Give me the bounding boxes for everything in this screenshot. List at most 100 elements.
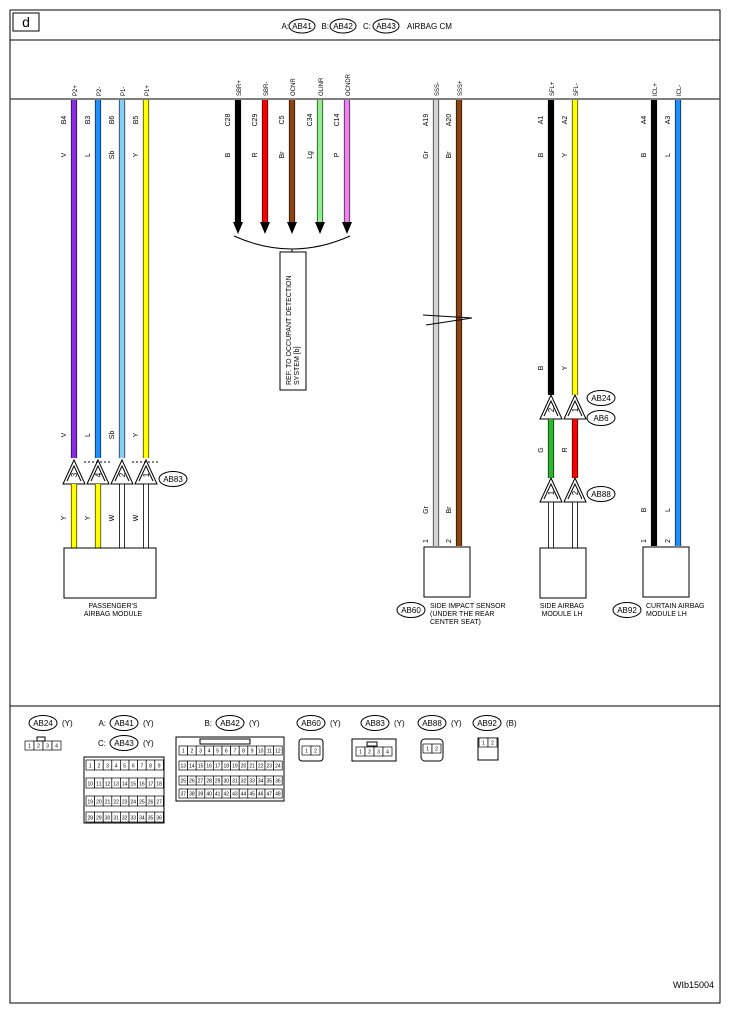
header-conn-c-oval — [372, 18, 400, 34]
side-airbag-upper-color-1: Y — [562, 365, 569, 370]
side-impact-pin-1: 2 — [446, 539, 453, 543]
wire-layer: P2+B4VP2-B3LP1-B6SbP1+B5YSBR+C28BSBR-C29… — [61, 73, 704, 626]
view-id-7: AB92 — [477, 719, 497, 728]
passenger-pin-1-outer — [86, 458, 110, 485]
wire-color-label-5: R — [252, 152, 259, 157]
view-ab42-pin-18: 19 — [232, 764, 238, 770]
side-airbag-module-box — [539, 547, 587, 599]
side-airbag-mid-wire-1 — [572, 419, 578, 478]
wire-signal-label-11: SFL+ — [550, 81, 556, 96]
passenger-pin-2-pin: 2 — [118, 472, 127, 477]
wire-color-label-0: V — [61, 152, 68, 157]
wire-pin-label-8: C14 — [334, 113, 341, 126]
page-label: d — [22, 14, 30, 30]
wire-signal-label-0: P2+ — [73, 85, 79, 96]
view-ab42-pin-5: 6 — [225, 749, 228, 755]
passenger-lower-wire-3 — [143, 483, 149, 549]
header-conn-b: AB42 — [333, 22, 353, 31]
view-ab42-cell-47 — [273, 788, 283, 799]
passenger-connector-oval — [158, 471, 188, 487]
passenger-lower-color-0: Y — [61, 515, 68, 520]
ref-box: REF. TO OCCUPANT DETECTIONSYSTEM [b] — [233, 235, 351, 391]
wire-11 — [548, 100, 554, 395]
wire-color-label-6: Br — [279, 151, 286, 159]
header-title: AIRBAG CM — [407, 22, 452, 31]
view-ab42-pin-28: 29 — [215, 779, 221, 785]
passenger-lower-color-3: W — [133, 514, 140, 521]
break-mark-2 — [425, 317, 473, 326]
view-ab42-pin-35: 36 — [275, 779, 281, 785]
side-impact-lower-color-0: Gr — [423, 505, 430, 513]
view-ab42-pin-0: 1 — [182, 749, 185, 755]
wire-signal-label-9: SSS- — [435, 82, 441, 96]
view-ab43-pin-25: 26 — [148, 800, 154, 806]
view-ab24-latch — [36, 736, 46, 742]
side-airbag-lower-pin-0-outer — [539, 476, 563, 503]
wire-pin-label-10: A20 — [446, 114, 453, 127]
view-ab42-pin-8: 9 — [251, 749, 254, 755]
view-ab42-pin-42: 43 — [232, 792, 238, 798]
view-ab60-pin-0: 1 — [305, 749, 308, 755]
view-ab42-pin-16: 17 — [215, 764, 221, 770]
view-id-0-oval — [28, 715, 58, 731]
header-prefix-c: C: — [363, 22, 371, 31]
view-ab43-pin-24: 25 — [139, 800, 145, 806]
page-border — [9, 9, 721, 1004]
wire-color-label-4: B — [225, 152, 232, 157]
view-id-6-oval — [417, 715, 447, 731]
view-ab43-pin-11: 12 — [105, 782, 111, 788]
passenger-upper-color-3: Y — [133, 432, 140, 437]
wire-signal-label-2: P1- — [121, 87, 127, 96]
view-ab42-pin-30: 31 — [232, 779, 238, 785]
view-prefix-3: B: — [204, 719, 212, 728]
view-ab42-pin-6: 7 — [234, 749, 237, 755]
wire-arrow-7 — [315, 222, 325, 234]
wire-color-label-13: B — [641, 152, 648, 157]
wire-color-label-10: Br — [446, 151, 453, 159]
view-ab43-pin-29: 30 — [105, 816, 111, 822]
ref-bracket — [233, 235, 351, 250]
view-ab42-pin-43: 44 — [241, 792, 247, 798]
wire-arrow-5 — [260, 222, 270, 234]
passenger-pin-1-inner — [90, 464, 106, 482]
passenger-pin-0-outer — [62, 458, 86, 485]
side-airbag-conn-ab24: AB24 — [591, 394, 611, 403]
view-ab24-pin-3: 4 — [55, 744, 58, 750]
wire-color-label-12: Y — [562, 152, 569, 157]
passenger-upper-color-2: Sb — [109, 431, 116, 440]
side-airbag-mid-color-0: G — [538, 447, 545, 452]
view-id-3-oval — [215, 715, 245, 731]
wire-arrow-8 — [342, 222, 352, 234]
view-ab24-pin-0: 1 — [28, 744, 31, 750]
view-ab43-pin-27: 28 — [88, 816, 94, 822]
passenger-connector: AB83 — [163, 475, 183, 484]
view-ab42-pin-12: 13 — [181, 764, 187, 770]
view-id-2: AB43 — [114, 739, 134, 748]
view-id-2-oval — [109, 735, 139, 751]
side-airbag-conn-ab88: AB88 — [591, 490, 611, 499]
header-conn-a-oval — [288, 18, 316, 34]
view-ab42-pin-19: 20 — [241, 764, 247, 770]
view-ab42-pin-14: 15 — [198, 764, 204, 770]
side-airbag-upper-pin-1-pin: 1 — [571, 407, 580, 412]
wire-4 — [235, 100, 241, 224]
view-ab43-pin-8: 9 — [158, 764, 161, 770]
wire-14 — [675, 100, 681, 546]
view-ab88-pin-0: 1 — [426, 747, 429, 753]
wire-10 — [456, 100, 462, 546]
wire-signal-label-4: SBR+ — [237, 80, 243, 96]
view-ab42-pin-11: 12 — [275, 749, 281, 755]
wire-color-label-2: Sb — [109, 151, 116, 160]
wire-pin-label-9: A19 — [423, 114, 430, 127]
wire-signal-label-10: SSS+ — [458, 80, 464, 96]
view-ab83-cell-3 — [382, 746, 393, 757]
passenger-pin-3-pin: 1 — [142, 472, 151, 477]
view-ab43-pin-4: 5 — [123, 764, 126, 770]
side-airbag-mid-wire-0 — [548, 419, 554, 478]
passenger-upper-color-1: L — [85, 433, 92, 437]
view-ab42-pin-22: 23 — [267, 764, 273, 770]
side-airbag-lower-wire-1 — [572, 501, 578, 549]
side-impact-lower-color-1: Br — [446, 506, 453, 514]
view-ab42-pin-13: 14 — [189, 764, 195, 770]
